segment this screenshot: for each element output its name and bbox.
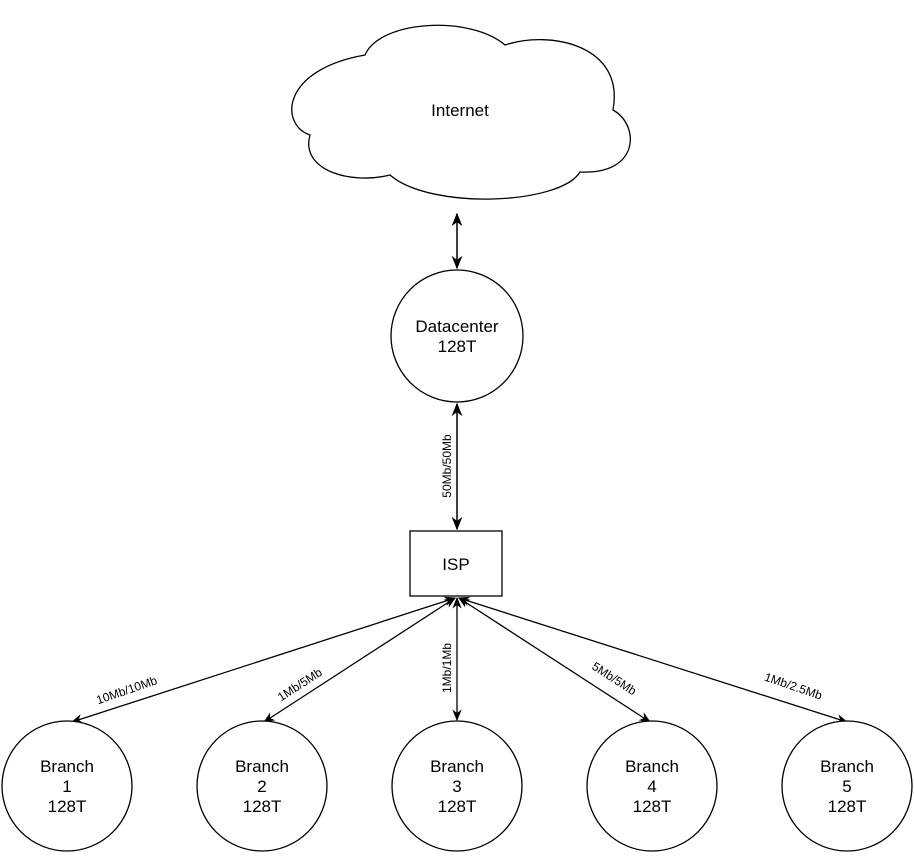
datacenter-isp-bandwidth: 50Mb/50Mb — [440, 434, 454, 498]
datacenter-node[interactable]: Datacenter 128T — [390, 269, 524, 403]
branch-2-link[interactable] — [263, 597, 456, 723]
branch-type: 128T — [438, 797, 477, 816]
branch-4-bandwidth: 5Mb/5Mb — [589, 659, 639, 698]
branch-number: 1 — [62, 777, 71, 796]
branch-4-node[interactable]: Branch 4 128T — [586, 720, 718, 852]
branch-5-node[interactable]: Branch 5 128T — [781, 720, 913, 852]
branch-number: 3 — [452, 777, 461, 796]
branch-4-link[interactable] — [458, 597, 651, 723]
branch-label: Branch — [430, 757, 484, 776]
branch-label: Branch — [235, 757, 289, 776]
branch-5-link[interactable] — [457, 596, 849, 724]
branch-label: Branch — [40, 757, 94, 776]
branch-type: 128T — [828, 797, 867, 816]
branch-1-bandwidth: 10Mb/10Mb — [94, 673, 159, 707]
datacenter-type: 128T — [438, 337, 477, 356]
branch-number: 4 — [647, 777, 656, 796]
internet-cloud[interactable]: Internet — [291, 24, 631, 200]
datacenter-label: Datacenter — [415, 317, 498, 336]
branch-label: Branch — [625, 757, 679, 776]
branch-3-bandwidth: 1Mb/1Mb — [440, 643, 454, 693]
isp-label: ISP — [442, 555, 469, 574]
branch-1-link[interactable] — [70, 596, 457, 724]
branch-type: 128T — [243, 797, 282, 816]
branch-label: Branch — [820, 757, 874, 776]
branch-type: 128T — [48, 797, 87, 816]
branch-type: 128T — [633, 797, 672, 816]
branch-2-node[interactable]: Branch 2 128T — [196, 720, 328, 852]
isp-node[interactable]: ISP — [409, 530, 503, 597]
branch-number: 5 — [842, 777, 851, 796]
internet-label: Internet — [431, 101, 489, 120]
branch-1-node[interactable]: Branch 1 128T — [1, 720, 133, 852]
branch-3-node[interactable]: Branch 3 128T — [391, 720, 523, 852]
branch-number: 2 — [257, 777, 266, 796]
